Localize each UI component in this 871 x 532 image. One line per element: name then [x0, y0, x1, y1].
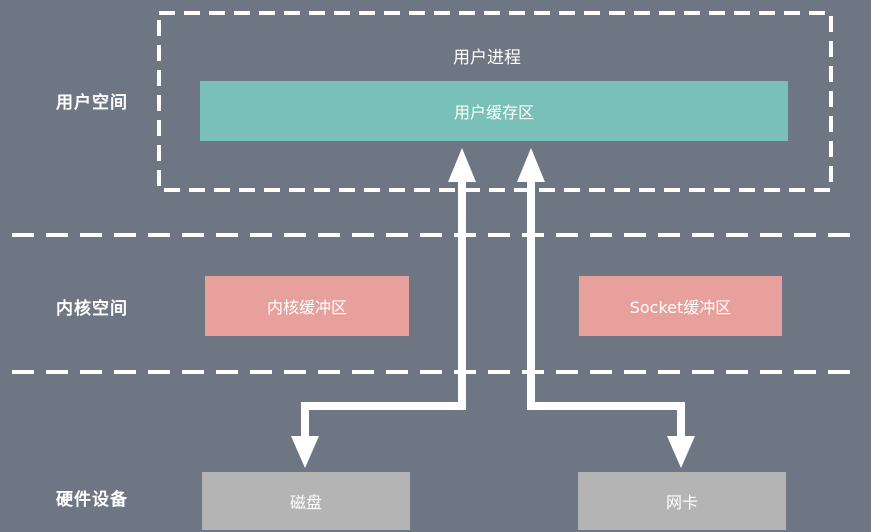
layer-label-hardware: 硬件设备 [56, 490, 128, 510]
layer-label-kernel-space: 内核空间 [56, 299, 128, 319]
arrowhead-up-right [517, 148, 545, 182]
arrowhead-down-disk [291, 436, 319, 468]
arrowhead-up-left [448, 148, 476, 182]
kernel-buffer-label: 内核缓冲区 [266, 298, 347, 317]
nic-box: 网卡 [578, 472, 786, 530]
arrowhead-down-nic [667, 436, 695, 468]
disk-box: 磁盘 [202, 472, 410, 530]
user-buffer-label: 用户缓存区 [453, 103, 534, 122]
socket-buffer-box: Socket缓冲区 [579, 276, 782, 336]
user-buffer-box: 用户缓存区 [200, 81, 788, 141]
nic-label: 网卡 [665, 493, 698, 512]
user-process-boundary [157, 11, 833, 192]
nic-buffer-connector [527, 182, 685, 440]
user-process-title: 用户进程 [453, 48, 521, 68]
socket-buffer-label: Socket缓冲区 [629, 298, 732, 317]
disk-buffer-connector [301, 182, 466, 440]
kernel-buffer-box: 内核缓冲区 [205, 276, 409, 336]
layer-label-user-space: 用户空间 [56, 93, 128, 113]
disk-label: 磁盘 [289, 493, 322, 512]
